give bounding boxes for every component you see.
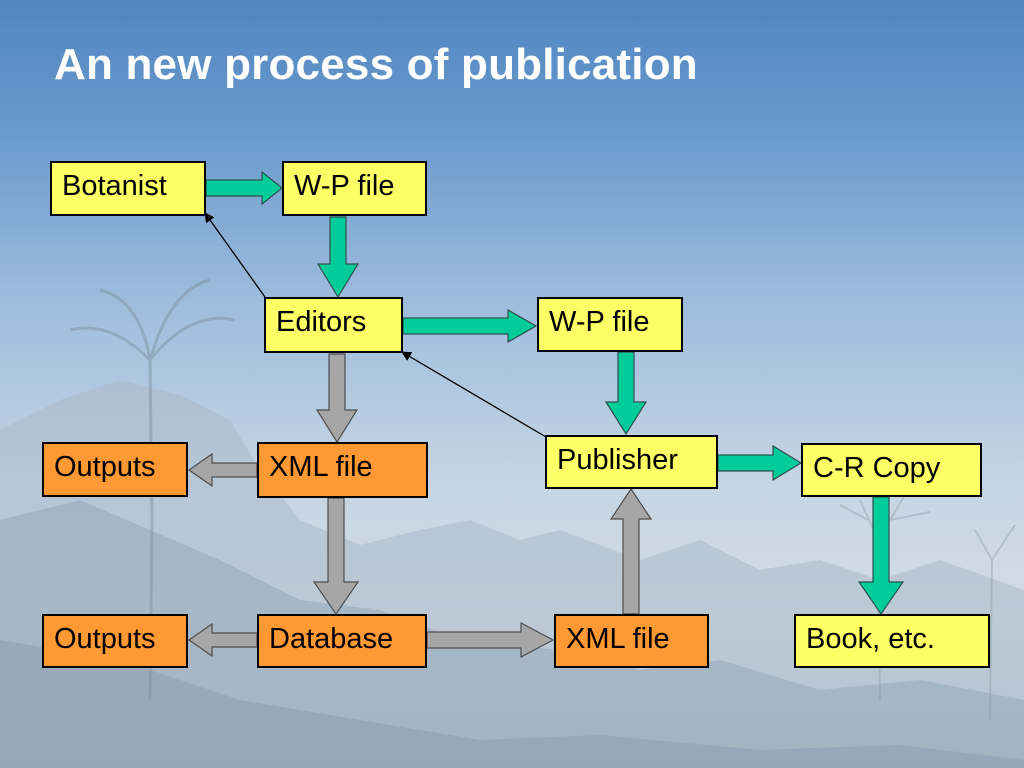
feedback-editors-to-botanist xyxy=(204,212,266,298)
box-botanist: Botanist xyxy=(50,161,206,216)
box-xml-file-1: XML file xyxy=(257,442,428,498)
box-wp-file-2: W-P file xyxy=(537,297,683,352)
box-outputs-2: Outputs xyxy=(42,614,188,668)
arrow-botanist-to-wp-file xyxy=(205,170,283,206)
box-outputs-1: Outputs xyxy=(42,442,188,497)
box-publisher: Publisher xyxy=(545,435,718,489)
arrow-xml-file-to-database xyxy=(312,497,360,616)
arrow-database-to-xml-file xyxy=(426,622,555,658)
arrow-editors-to-wp-file xyxy=(402,308,538,344)
arrow-database-to-outputs xyxy=(187,622,258,658)
arrow-wp-file-to-editors xyxy=(316,216,360,299)
arrow-editors-to-xml-file xyxy=(315,353,359,444)
box-database: Database xyxy=(257,614,427,668)
arrow-xml-file-to-publisher xyxy=(609,487,653,615)
arrow-c-r-copy-to-book xyxy=(857,496,905,616)
arrow-wp-file-to-publisher xyxy=(604,351,648,436)
box-book-etc: Book, etc. xyxy=(794,614,990,668)
slide-title: An new process of publication xyxy=(54,40,698,89)
arrow-xml-file-to-outputs xyxy=(187,452,258,488)
box-wp-file-1: W-P file xyxy=(282,161,427,216)
arrow-publisher-to-c-r-copy xyxy=(717,444,803,482)
feedback-publisher-to-editors xyxy=(401,351,547,438)
box-editors: Editors xyxy=(264,297,403,353)
box-c-r-copy: C-R Copy xyxy=(801,443,982,497)
box-xml-file-2: XML file xyxy=(554,614,709,668)
